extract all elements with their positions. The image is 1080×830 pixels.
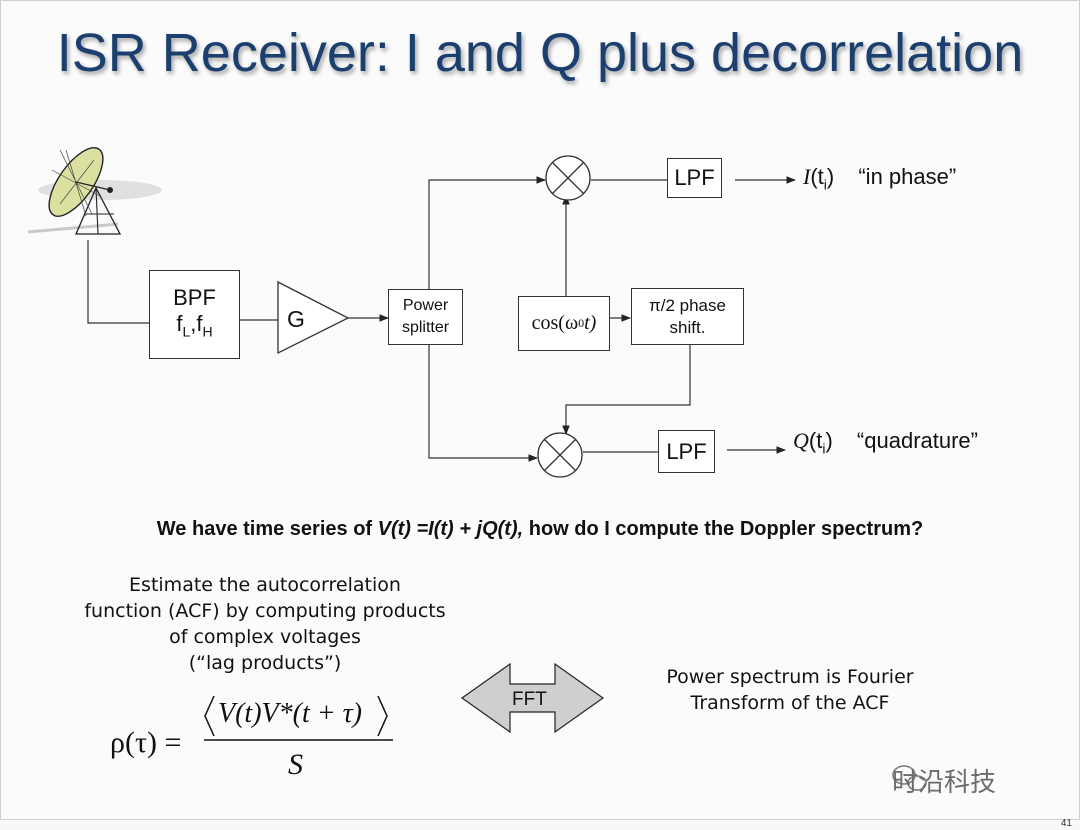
lpf-bottom-box: LPF [658,430,715,473]
formula-numerator: V(t)V*(t + τ) [218,698,362,729]
acf-explanation: Estimate the autocorrelation function (A… [84,574,446,674]
output-i-label: I(ti) “in phase” [803,164,957,193]
left-angle-bracket [204,695,215,737]
amplifier-icon [277,280,350,355]
wire-splitter-mixer-top [428,176,546,289]
wire-antenna-bpf [87,240,150,324]
output-q-label: Q(ti) “quadrature” [793,428,978,457]
output-q-desc: “quadrature” [856,428,978,453]
antenna-dish-icon [27,147,162,235]
wire-splitter-mixer-bottom [428,345,538,462]
wire-phase-mixer-bottom [562,345,691,435]
phase-shift-box: π/2 phase shift. [631,288,744,345]
formula-denominator: S [288,748,303,781]
lpf-top-box: LPF [667,158,722,198]
formula-lhs: ρ(τ) = [110,726,182,759]
mixer-bottom-icon [537,432,583,478]
doppler-question: We have time series of V(t) =I(t) + jQ(t… [156,518,924,540]
bpf-cutoffs: fL,fH [176,310,213,340]
fft-double-arrow-icon [460,662,605,734]
right-angle-bracket [377,695,388,737]
page-number: 41 [1060,818,1072,829]
bpf-label: BPF [173,284,216,310]
power-spectrum-note: Power spectrum is Fourier Transform of t… [666,666,914,714]
power-splitter-box: Power splitter [388,289,463,345]
output-i-desc: “in phase” [858,164,957,189]
amplifier-gain-label: G [287,306,305,332]
slide-title: ISR Receiver: I and Q plus decorrelation [56,23,1024,83]
wechat-icon [892,765,927,791]
fft-label: FFT [512,689,547,710]
watermark: 时沿科技 [892,768,997,798]
bpf-box: BPF fL,fH [149,270,240,359]
mixer-top-icon [545,155,591,201]
